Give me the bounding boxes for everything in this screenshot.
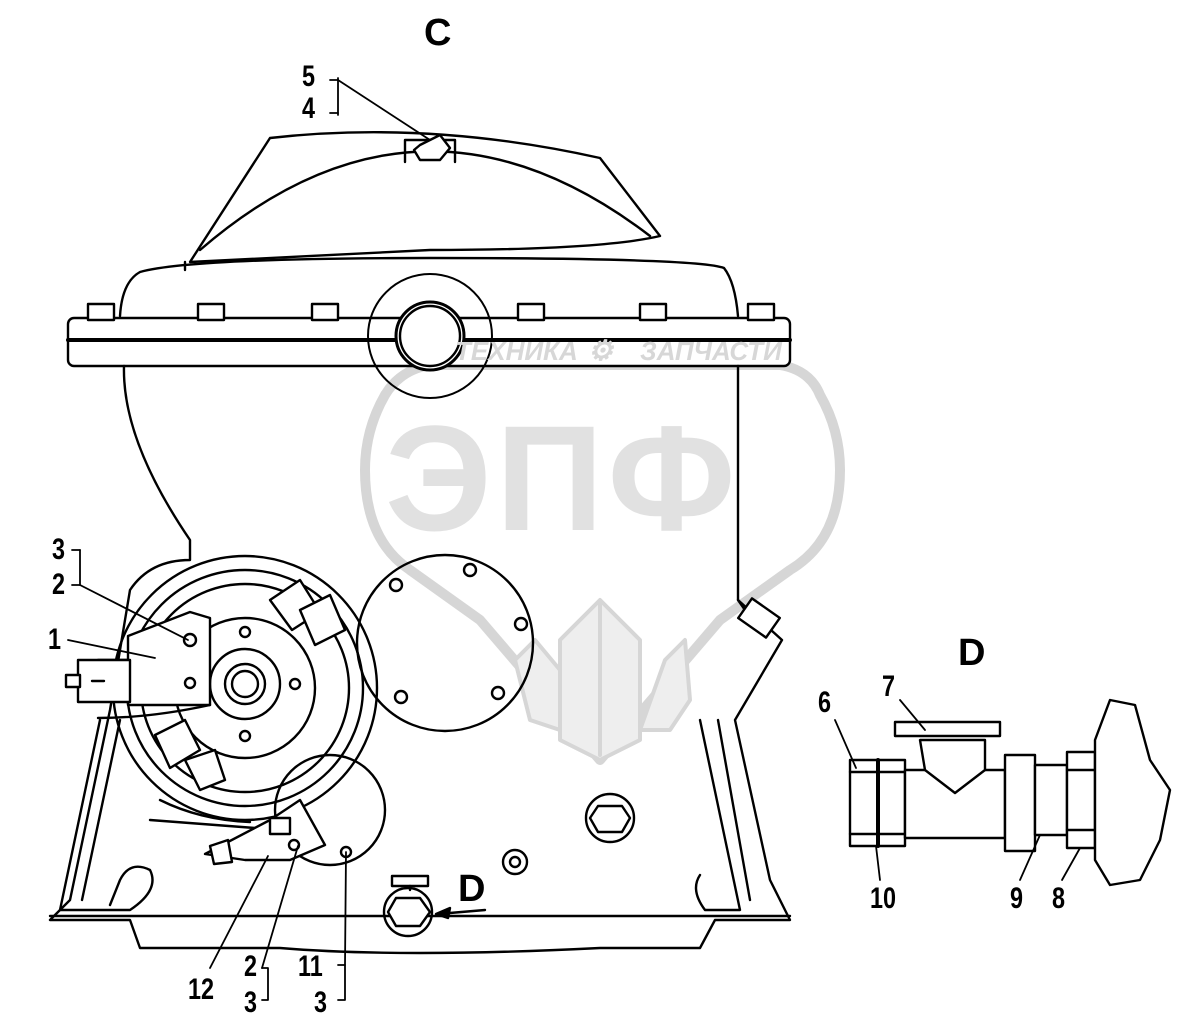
lower-housing bbox=[48, 364, 792, 955]
view-label-d: D bbox=[958, 632, 986, 674]
left-foot bbox=[58, 718, 154, 912]
lower-cover bbox=[273, 753, 387, 867]
gear-icon: ⚙ bbox=[588, 335, 614, 366]
callout-2-bottom: 2 bbox=[244, 950, 258, 983]
view-label-d-arrow: D bbox=[458, 868, 486, 910]
upper-housing bbox=[118, 256, 740, 318]
watermark-logo: ЭПФ bbox=[385, 394, 740, 562]
small-plug bbox=[501, 848, 529, 876]
drain-plug bbox=[584, 792, 636, 844]
callout-3-bottom-b: 3 bbox=[314, 986, 328, 1019]
callout-4: 4 bbox=[302, 92, 316, 125]
side-plug bbox=[736, 597, 782, 639]
flange-bolts bbox=[86, 302, 776, 322]
watermark-wheat bbox=[513, 598, 692, 762]
brake-shoes bbox=[153, 578, 347, 792]
callout-3-left: 3 bbox=[52, 533, 66, 566]
right-foot bbox=[694, 718, 742, 912]
watermark-line1: ТЕХНИКА bbox=[455, 336, 578, 366]
callout-10: 10 bbox=[870, 882, 897, 915]
callout-3-bottom-a: 3 bbox=[244, 986, 258, 1019]
valve-d-marker bbox=[382, 874, 487, 938]
callout-11: 11 bbox=[298, 950, 323, 983]
watermark-line2: ЗАПЧАСТИ bbox=[640, 336, 782, 366]
callout-9: 9 bbox=[1010, 882, 1024, 915]
inspection-cover bbox=[355, 553, 535, 733]
view-label-c: C bbox=[424, 12, 452, 54]
callout-12: 12 bbox=[188, 973, 215, 1006]
shaft-highlight bbox=[367, 273, 493, 399]
callout-6: 6 bbox=[818, 686, 832, 719]
callout-2-left: 2 bbox=[52, 568, 66, 601]
top-cover bbox=[188, 131, 662, 264]
callout-5: 5 bbox=[302, 60, 316, 93]
leader-lines bbox=[67, 77, 1081, 1001]
callout-7: 7 bbox=[882, 670, 896, 703]
callout-8: 8 bbox=[1052, 882, 1066, 915]
shaft-end bbox=[394, 300, 466, 372]
detail-d-valve bbox=[848, 698, 1172, 887]
callout-1: 1 bbox=[48, 623, 62, 656]
